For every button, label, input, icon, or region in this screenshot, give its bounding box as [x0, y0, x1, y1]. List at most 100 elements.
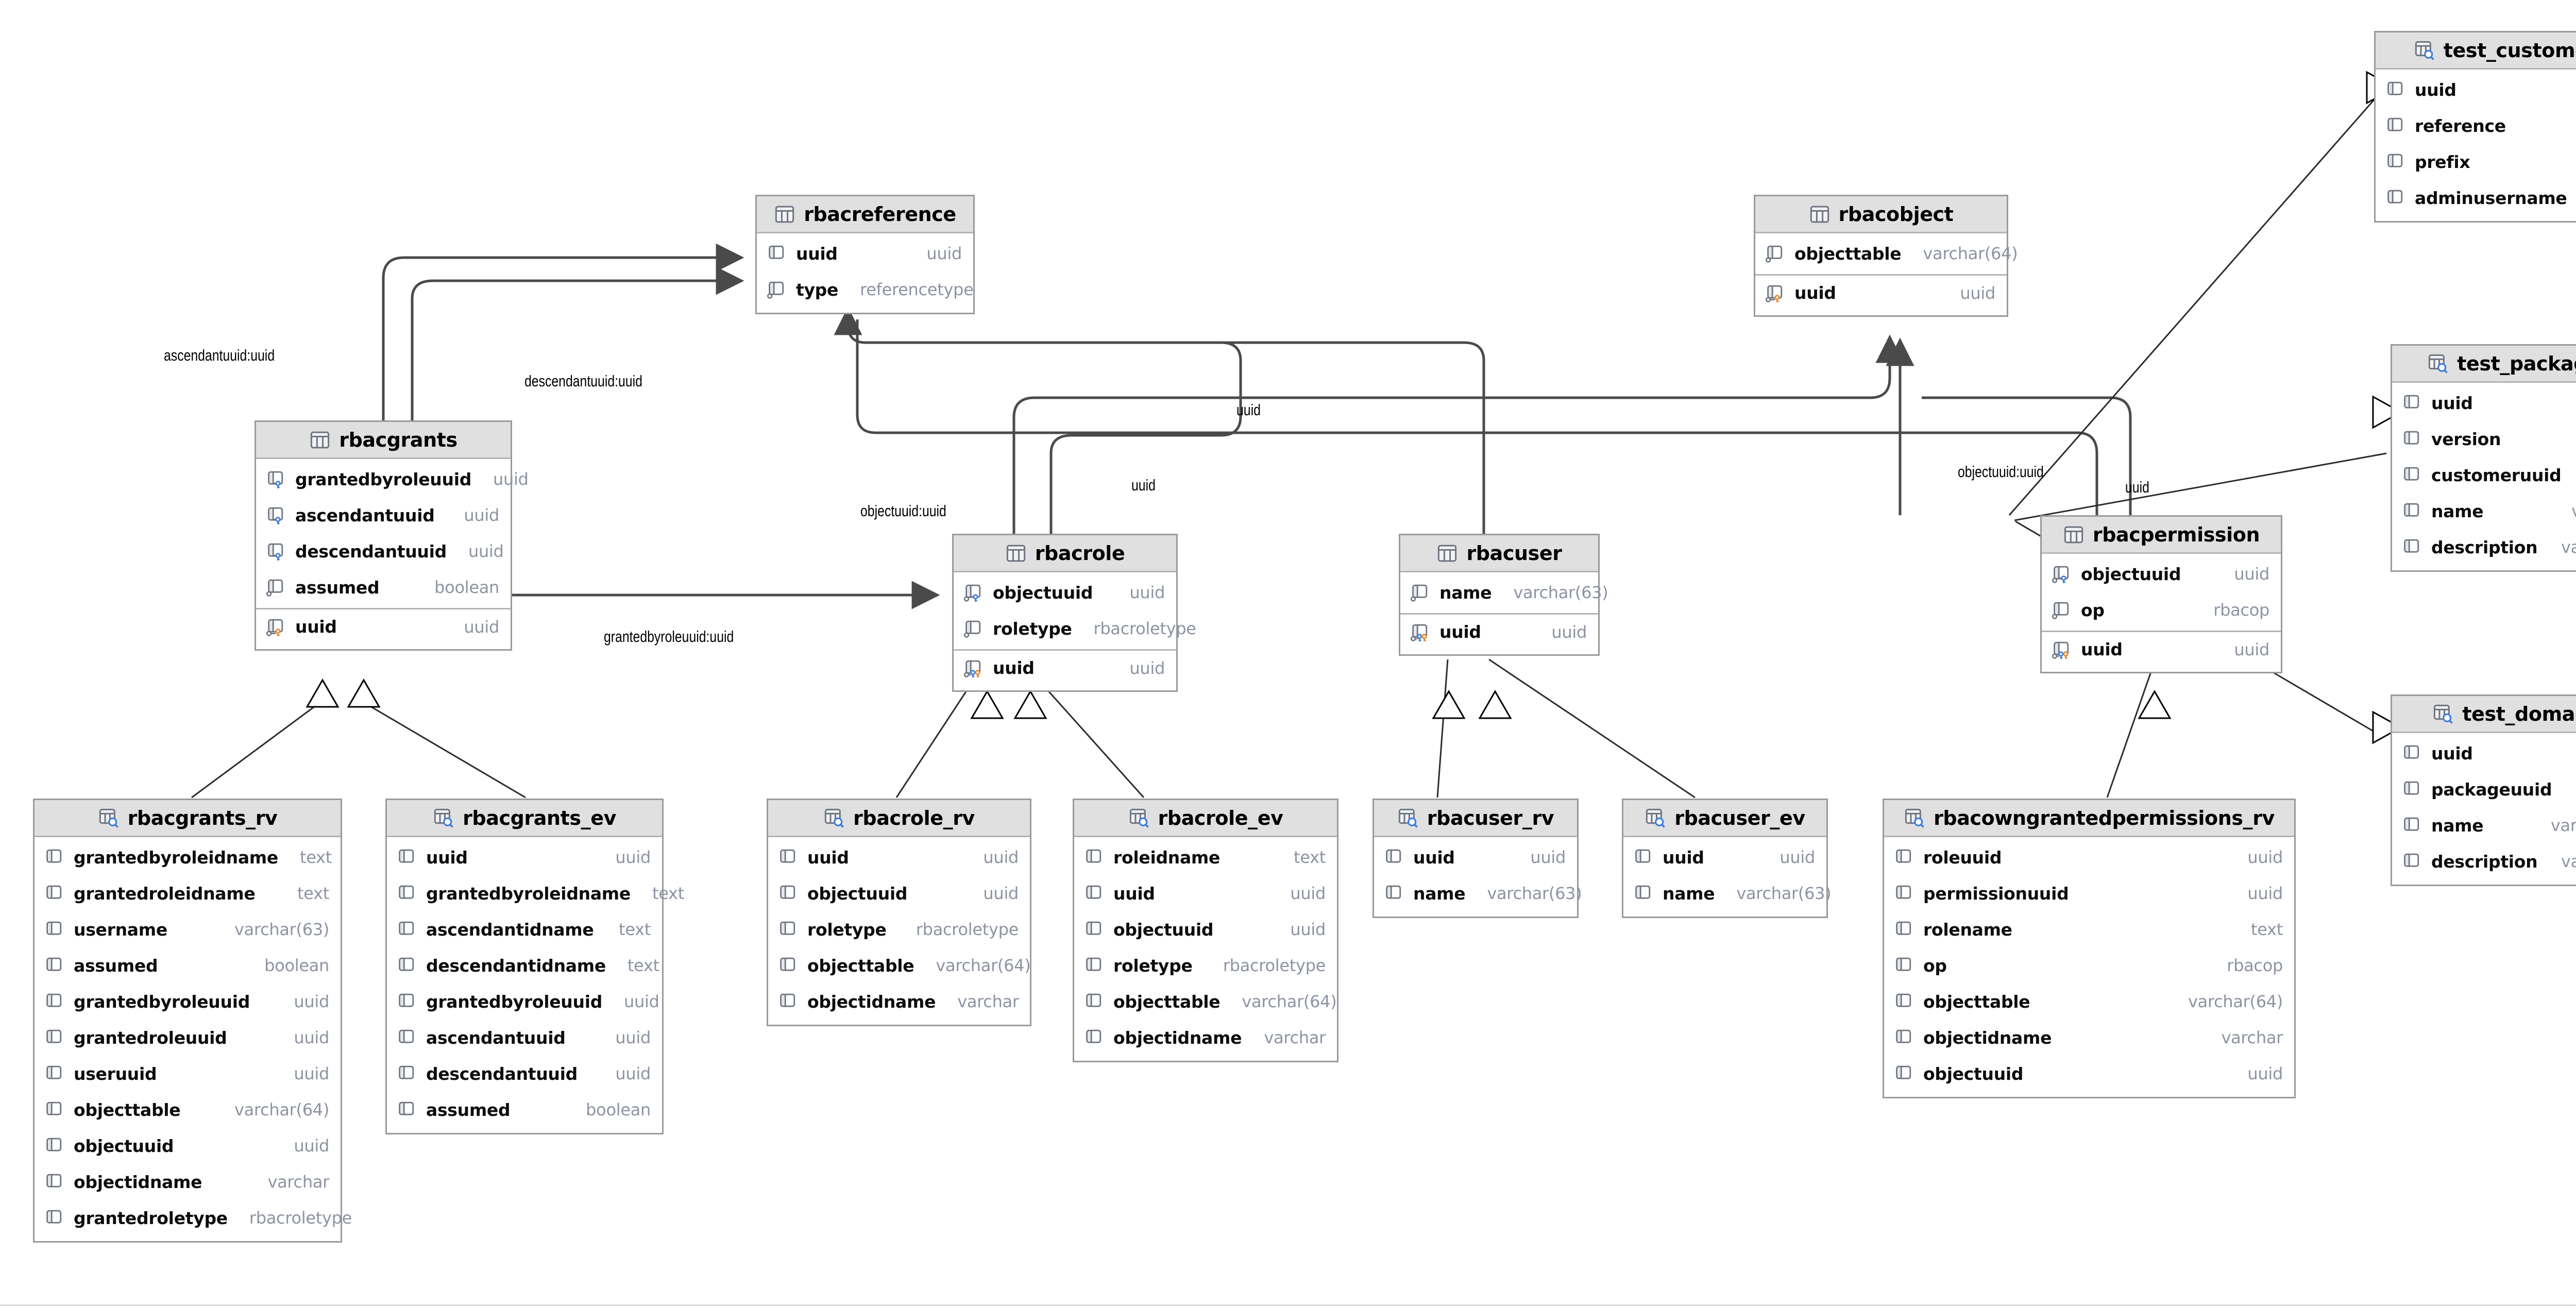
entity-test_domain_rv[interactable]: test_domain_rvuuiduuidpackageuuiduuidnam…: [2391, 694, 2576, 886]
entity-header-rbacuser_ev[interactable]: rbacuser_ev: [1623, 800, 1826, 837]
column-row[interactable]: referenceinteger: [2376, 108, 2576, 144]
column-row[interactable]: prefixchar(3): [2376, 144, 2576, 180]
column-row[interactable]: versioninteger: [2392, 421, 2576, 457]
entity-header-rbacrole_rv[interactable]: rbacrole_rv: [768, 800, 1030, 837]
entity-header-rbacrole_ev[interactable]: rbacrole_ev: [1074, 800, 1337, 837]
entity-test_package_rv[interactable]: test_package_rvuuiduuidversionintegercus…: [2391, 344, 2576, 572]
column-row[interactable]: descriptionvarchar(96): [2392, 529, 2576, 565]
column-row[interactable]: adminusernamevarchar(63): [2376, 180, 2576, 216]
entity-test_customer_rv[interactable]: test_customer_rvuuiduuidreferenceinteger…: [2374, 31, 2576, 223]
entity-header-test_customer_rv[interactable]: test_customer_rv: [2376, 32, 2576, 70]
entity-header-rbacreference[interactable]: rbacreference: [757, 196, 973, 233]
entity-header-rbacrole[interactable]: rbacrole: [954, 535, 1176, 572]
entity-header-test_package_rv[interactable]: test_package_rv: [2392, 346, 2576, 383]
entity-header-rbacgrants_rv[interactable]: rbacgrants_rv: [35, 800, 341, 837]
entity-header-rbacowngrantedpermissions_rv[interactable]: rbacowngrantedpermissions_rv: [1884, 800, 2294, 837]
column-row[interactable]: packageuuiduuid: [2392, 771, 2576, 807]
entity-header-rbacgrants_ev[interactable]: rbacgrants_ev: [387, 800, 662, 837]
entity-header-rbacgrants[interactable]: rbacgrants: [256, 422, 511, 459]
entity-header-rbacuser[interactable]: rbacuser: [1400, 535, 1598, 572]
column-row[interactable]: customeruuiduuid: [2392, 457, 2576, 493]
entity-header-rbacuser_rv[interactable]: rbacuser_rv: [1374, 800, 1577, 837]
entity-header-rbacpermission[interactable]: rbacpermission: [2042, 517, 2281, 554]
column-row[interactable]: descriptionvarchar(96): [2392, 843, 2576, 879]
entity-header-rbacobject[interactable]: rbacobject: [1755, 196, 2007, 233]
